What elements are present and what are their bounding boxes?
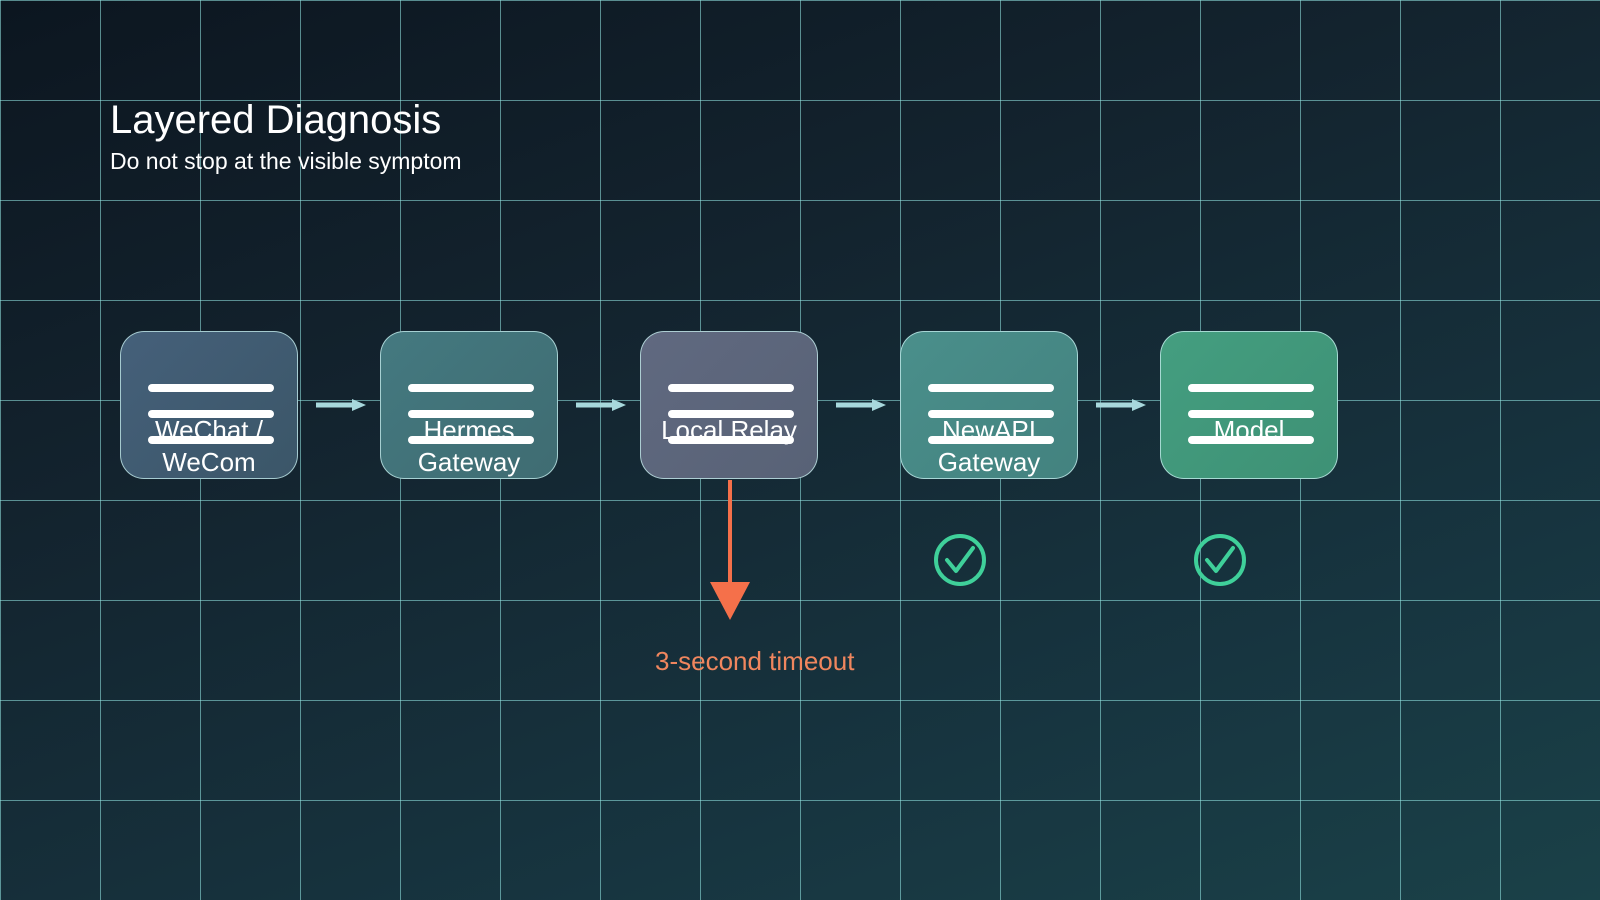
- page-title: Layered Diagnosis: [110, 98, 442, 142]
- node-wechat-wecom: WeChat / WeCom: [120, 331, 298, 479]
- node-label: NewAPI Gateway: [937, 415, 1041, 477]
- node-local-relay: Local Relay: [640, 331, 818, 479]
- node-label: WeChat / WeCom: [155, 415, 263, 477]
- list-icon: [148, 384, 274, 444]
- node-label: Model: [1213, 415, 1285, 445]
- list-icon: [668, 384, 794, 444]
- node-label: Hermes Gateway: [417, 415, 521, 477]
- node-model: Model: [1160, 331, 1338, 479]
- node-hermes-gateway: Hermes Gateway: [380, 331, 558, 479]
- node-newapi-gateway: NewAPI Gateway: [900, 331, 1078, 479]
- list-icon: [1188, 384, 1314, 444]
- list-icon: [928, 384, 1054, 444]
- failure-label: 3-second timeout: [655, 646, 855, 676]
- page-subtitle: Do not stop at the visible symptom: [110, 148, 462, 174]
- list-icon: [408, 384, 534, 444]
- node-label: Local Relay: [661, 415, 797, 445]
